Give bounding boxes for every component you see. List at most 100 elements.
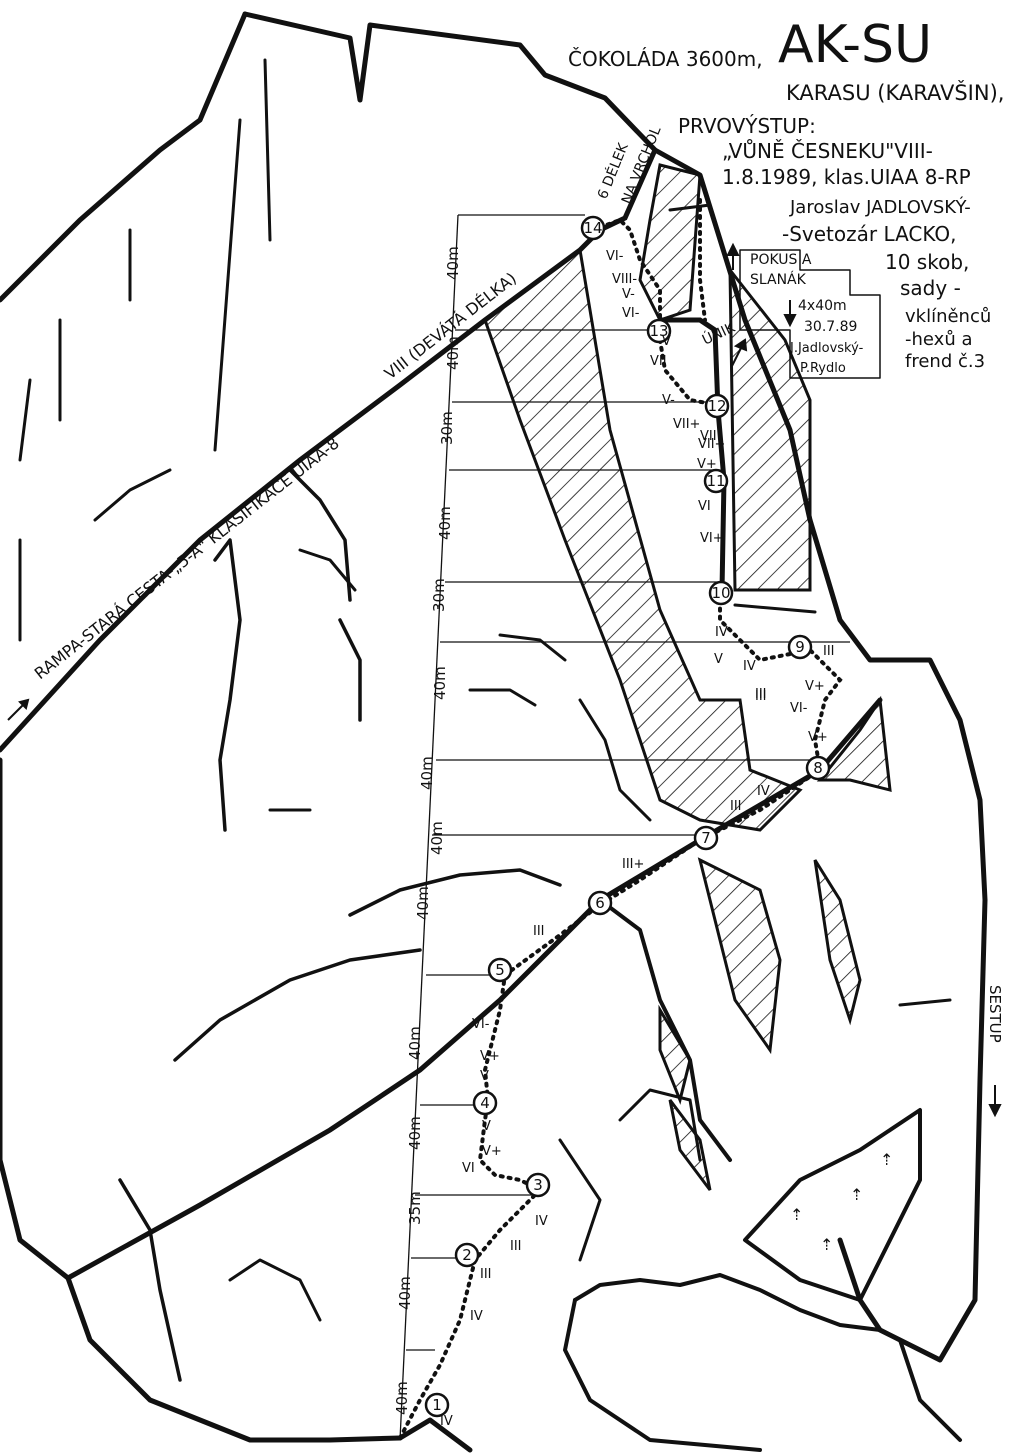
grade-label: IV [743, 659, 756, 674]
grade-label: III [730, 799, 742, 814]
belay-circle [472, 1090, 498, 1116]
belay-number: 1 [432, 1396, 442, 1414]
grade-label: IV [470, 1309, 483, 1324]
hatched-areas [483, 163, 892, 1191]
grade-label: V+ [805, 679, 825, 694]
grade-label: V- [622, 287, 635, 302]
grade-label: VIII- [612, 272, 637, 287]
gear-line-2: sady - [900, 276, 961, 300]
header: ČOKOLÁDA 3600m, AK-SU KARASU (KARAVŠIN),… [568, 15, 1004, 372]
grade-label: VII [700, 429, 717, 444]
grade-label: V [662, 334, 671, 349]
grade-label: III [755, 687, 767, 702]
belay-station: 7 [693, 825, 719, 851]
svg-text:⇡: ⇡ [880, 1150, 893, 1169]
grade-labels: IVIVIIIIIIIVVIV+VV+VVI-IIIIII+IIIIVIIIV+… [440, 249, 835, 1429]
grade-label: IV [757, 784, 770, 799]
attempt-rappel: 4x40m [798, 298, 847, 314]
svg-text:⇡: ⇡ [850, 1185, 863, 1204]
pitch-length: 40m [406, 1116, 424, 1150]
attempt-box: POKUS A SLANÁK 4x40m 30.7.89 J.Jadlovský… [739, 249, 881, 379]
grade-label: V+ [480, 1049, 500, 1064]
belay-number: 9 [795, 638, 805, 656]
belay-station: 8 [805, 755, 831, 781]
belay-circle [805, 755, 831, 781]
grade-label: IV [440, 1414, 453, 1429]
belay-station: 1 [424, 1392, 450, 1418]
gear-line-5: frend č.3 [905, 351, 985, 372]
belay-number: 13 [649, 322, 668, 340]
attempt-climber-2: P.Rydlo [800, 361, 846, 376]
pitch-guide-lines [399, 214, 850, 1441]
belay-number: 2 [462, 1246, 472, 1264]
grade-label: VII+ [673, 417, 700, 432]
belay-station: 10 [708, 580, 734, 606]
descent-label: SESTUP [986, 985, 1004, 1043]
belay-circle [693, 825, 719, 851]
pitch-length: 40m [406, 1026, 424, 1060]
belay-circle [704, 393, 730, 419]
pitch-length: 40m [444, 246, 462, 280]
belay-number: 6 [595, 894, 605, 912]
attempt-title-2: SLANÁK [750, 271, 807, 288]
grade-label: V+ [482, 1144, 502, 1159]
belay-station: 5 [487, 957, 513, 983]
belay-circle [708, 580, 734, 606]
grade-label: VI- [472, 1017, 490, 1032]
belay-station: 6 [587, 890, 613, 916]
grade-label: V- [662, 393, 675, 408]
belay-number: 4 [480, 1094, 490, 1112]
grade-label: IV [715, 625, 728, 640]
grade-label: VI+ [700, 531, 724, 546]
pitch-length: 40m [436, 506, 454, 540]
belay-circle [487, 957, 513, 983]
gear-line-1: 10 skob, [885, 250, 969, 274]
gear-line-3: vklíněnců [905, 306, 991, 327]
grade-label: V [480, 1069, 489, 1084]
belay-number: 11 [706, 472, 725, 490]
grade-label: III [533, 924, 545, 939]
belay-circle [703, 468, 729, 494]
grade-label: V [482, 1119, 491, 1134]
ascent-label: PRVOVÝSTUP: [678, 114, 816, 138]
grade-label: VI- [790, 701, 808, 716]
vegetation-patch: ⇡ ⇡ ⇡ ⇡ [743, 1108, 922, 1302]
ramp-label: RAMPA-STARÁ CESTA-„5-A" KLASIFIKACE UIAA… [31, 434, 343, 684]
pitch-length: 35m [406, 1191, 424, 1225]
grade-label: III [480, 1267, 492, 1282]
belay-station: 13 [646, 318, 672, 344]
route-name: „VŮNĚ ČESNEKU"VIII- [722, 139, 933, 163]
belay-number: 14 [583, 219, 602, 237]
belay-circle [454, 1242, 480, 1268]
pitch-length: 40m [414, 886, 432, 920]
pitch-length: 40m [396, 1276, 414, 1310]
belay-station: 4 [472, 1090, 498, 1116]
pitch-length: 30m [430, 578, 448, 612]
belay-station: 14 [580, 215, 606, 241]
belay-station: 12 [704, 393, 730, 419]
belay-number: 5 [495, 961, 505, 979]
attempt-title-1: POKUS A [750, 252, 812, 268]
grade-label: III+ [622, 857, 644, 872]
belay-circle [646, 318, 672, 344]
pitch-length: 40m [444, 336, 462, 370]
svg-text:⇡: ⇡ [790, 1205, 803, 1224]
belay-station: 3 [525, 1172, 551, 1198]
title: AK-SU [778, 15, 932, 75]
belay-station: 11 [703, 468, 729, 494]
grade-label: VI- [622, 306, 640, 321]
location: KARASU (KARAVŠIN), [786, 80, 1004, 105]
attempt-date: 30.7.89 [804, 319, 857, 335]
grade-label: III [755, 689, 767, 704]
grade-label: VII+ [698, 437, 725, 452]
pitch-lengths: 40m40m35m40m40m40m40m40m40m30m40m30m40m4… [393, 246, 462, 1415]
belay-number: 8 [813, 759, 823, 777]
grade-label: V+ [808, 730, 828, 745]
overhang-marks [93, 203, 952, 1062]
belay-circle [787, 634, 813, 660]
belay-number: 3 [533, 1176, 543, 1194]
grade-label: VI- [606, 249, 624, 264]
pitch-length: 40m [428, 821, 446, 855]
